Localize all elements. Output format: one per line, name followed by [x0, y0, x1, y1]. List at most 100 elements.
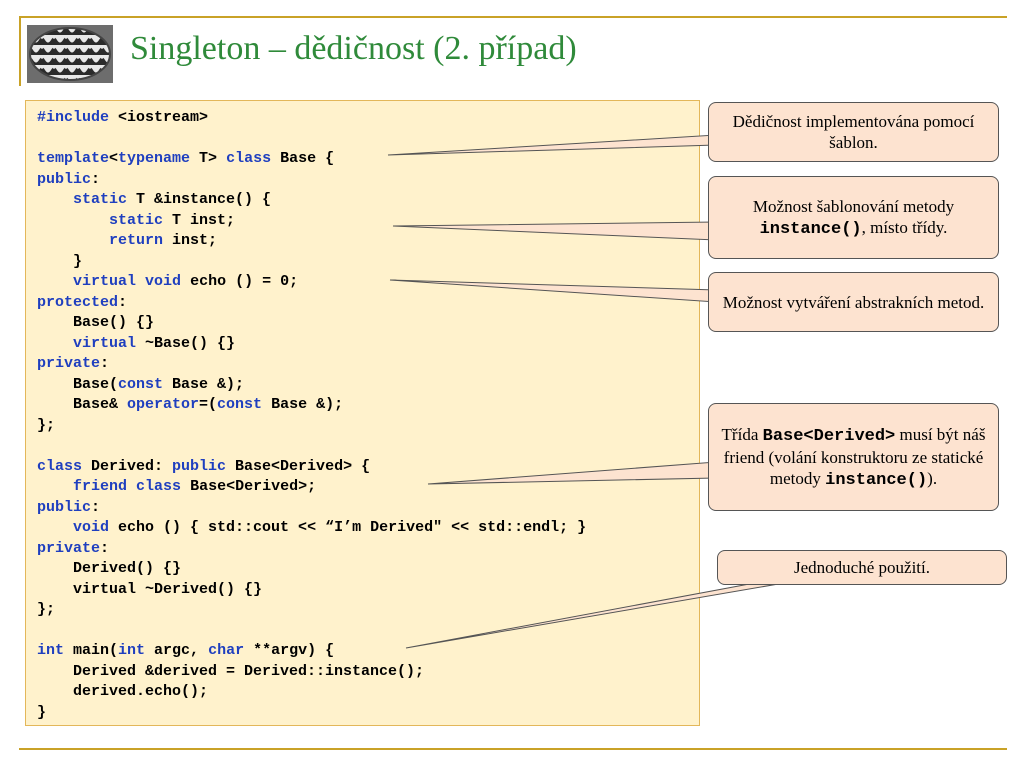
- callout-inheritance-text: Dědičnost implementována pomocí šablon.: [732, 112, 975, 152]
- code-line: virtual ~Base() {}: [37, 334, 586, 355]
- code-text: argc,: [145, 642, 209, 659]
- code-text: Base {: [271, 150, 335, 167]
- code-text: };: [37, 601, 56, 618]
- callout-friend-text: Třída Base<Derived> musí být náš friend …: [721, 424, 986, 490]
- code-line: Derived &derived = Derived::instance();: [37, 662, 586, 683]
- code-line: public:: [37, 170, 586, 191]
- callout-abstract-methods-text: Možnost vytváření abstrakních metod.: [722, 292, 985, 312]
- callout-template-method: Možnost šablonování metody instance(), m…: [708, 176, 999, 259]
- code-text: [37, 232, 109, 249]
- callout-inheritance: Dědičnost implementována pomocí šablon.: [708, 102, 999, 162]
- code-text: Base<Derived> {: [226, 457, 371, 475]
- code-text: echo () { std::cout << “I’m Derived" << …: [109, 519, 587, 536]
- code-text: Base &);: [163, 375, 245, 393]
- code-keyword: private: [37, 355, 101, 372]
- code-keyword: template: [37, 150, 110, 167]
- code-line: friend class Base<Derived>;: [37, 477, 586, 498]
- code-line: virtual ~Derived() {}: [37, 580, 586, 601]
- code-text: [37, 519, 73, 536]
- footer-rule: [19, 748, 1007, 750]
- code-keyword: static: [73, 191, 128, 208]
- code-text: inst;: [163, 232, 218, 249]
- code-line: virtual void echo () = 0;: [37, 272, 586, 293]
- code-text: [37, 273, 73, 290]
- code-keyword: int: [118, 642, 146, 659]
- code-text: echo () = 0;: [181, 273, 299, 290]
- code-text: T>: [190, 150, 227, 167]
- code-line: int main(int argc, char **argv) {: [37, 641, 586, 662]
- code-text: Base &);: [262, 396, 344, 413]
- code-line: private:: [37, 354, 586, 375]
- code-text: }: [37, 252, 83, 270]
- code-line: derived.echo();: [37, 682, 586, 703]
- code-keyword: friend: [73, 478, 128, 495]
- code-line: return inst;: [37, 231, 586, 252]
- code-text: main(: [64, 642, 119, 659]
- code-text: :: [91, 498, 101, 516]
- code-keyword: const: [118, 375, 164, 393]
- code-line: };: [37, 600, 586, 621]
- code-text: ~Base() {}: [136, 334, 236, 352]
- code-line: protected:: [37, 293, 586, 314]
- code-text: Derived:: [82, 457, 173, 475]
- code-line: template<typename T> class Base {: [37, 149, 586, 170]
- code-text: :: [100, 355, 110, 372]
- code-keyword: protected: [37, 293, 119, 311]
- code-text: derived.echo();: [37, 683, 209, 700]
- code-line: public:: [37, 498, 586, 519]
- code-keyword: operator: [127, 396, 200, 413]
- code-line: private:: [37, 539, 586, 560]
- code-text: T inst;: [163, 211, 236, 229]
- code-keyword: int: [37, 642, 65, 659]
- code-text: **argv) {: [244, 642, 335, 659]
- code-keyword: virtual: [73, 334, 137, 352]
- code-text: Derived() {}: [37, 560, 182, 577]
- code-text: Base() {}: [37, 314, 155, 331]
- code-keyword: public: [172, 457, 227, 475]
- callout-template-method-text: Možnost šablonování metody instance(), m…: [752, 196, 955, 239]
- header-rule: [19, 16, 1007, 18]
- header-vertical-rule: [19, 16, 21, 86]
- code-keyword: class: [226, 150, 272, 167]
- code-text: [37, 335, 73, 352]
- code-line: [37, 621, 586, 642]
- slide-title: Singleton – dědičnost (2. případ): [130, 30, 577, 67]
- code-line: Derived() {}: [37, 559, 586, 580]
- code-keyword: public: [37, 170, 92, 188]
- code-text: :: [118, 293, 128, 311]
- code-text: [37, 478, 73, 495]
- code-text: =(: [199, 396, 218, 413]
- code-keyword: void: [73, 519, 110, 536]
- code-line: Base() {}: [37, 313, 586, 334]
- code-text: T &instance() {: [127, 191, 272, 208]
- code-text: [127, 478, 136, 495]
- code-line: }: [37, 252, 586, 273]
- callout-simple-usage-text: Jednoduché použití.: [794, 558, 930, 577]
- code-keyword: static: [109, 211, 164, 229]
- code-keyword: char: [208, 642, 245, 659]
- code-text: };: [37, 416, 56, 434]
- code-keyword: virtual: [73, 273, 137, 290]
- code-keyword: public: [37, 498, 92, 516]
- code-line: [37, 436, 586, 457]
- code-line: Base& operator=(const Base &);: [37, 395, 586, 416]
- code-text: [37, 191, 73, 208]
- code-keyword: return: [109, 232, 164, 249]
- code-line: };: [37, 416, 586, 437]
- code-text: Derived &derived = Derived::instance();: [37, 662, 425, 680]
- callout-abstract-methods: Možnost vytváření abstrakních metod.: [708, 272, 999, 332]
- code-line: class Derived: public Base<Derived> {: [37, 457, 586, 478]
- code-line: }: [37, 703, 586, 724]
- code-block: #include <iostream> template<typename T>…: [25, 100, 700, 726]
- code-line: [37, 129, 586, 150]
- code-line: Base(const Base &);: [37, 375, 586, 396]
- code-keyword: const: [217, 396, 263, 413]
- code-text: [37, 212, 109, 229]
- code-keyword: void: [145, 273, 182, 290]
- code-line: void echo () { std::cout << “I’m Derived…: [37, 518, 586, 539]
- callout-simple-usage: Jednoduché použití.: [717, 550, 1007, 585]
- code-text: }: [37, 703, 47, 721]
- code-line: #include <iostream>: [37, 108, 586, 129]
- code-keyword: class: [136, 478, 182, 495]
- code-keyword: typename: [118, 150, 191, 167]
